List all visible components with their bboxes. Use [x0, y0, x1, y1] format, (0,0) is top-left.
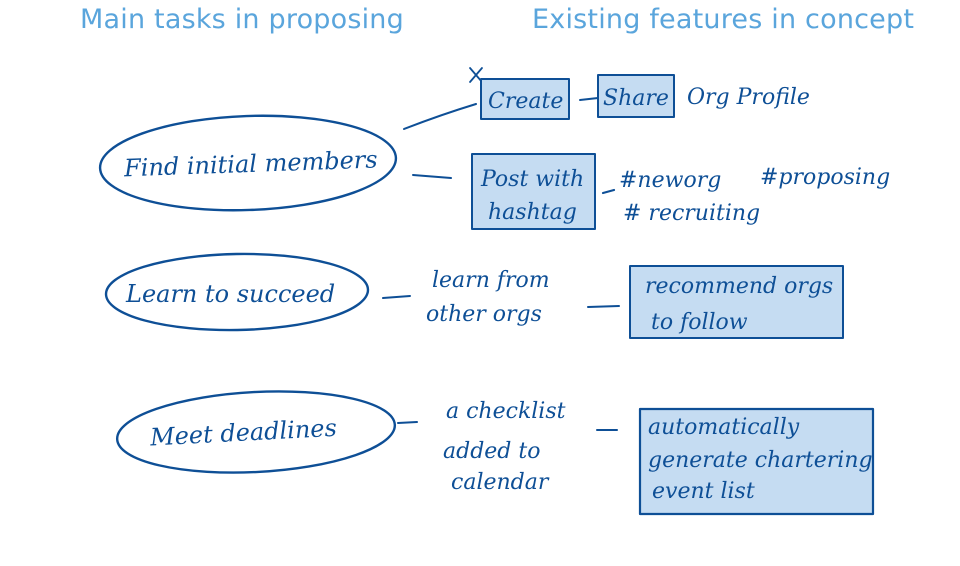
header-main-tasks: Main tasks in proposing: [80, 4, 404, 35]
create-label: Create: [488, 89, 563, 114]
connector-find-to-create: [403, 103, 477, 130]
calendar-label: calendar: [451, 470, 550, 495]
hashtag-label: hashtag: [488, 200, 577, 225]
task-ellipse-learn-succeed: [104, 252, 370, 332]
header-existing-features: Existing features in concept: [532, 4, 915, 35]
task-label-learn-succeed: Learn to succeed: [125, 280, 335, 308]
feature-box-share: [597, 74, 675, 118]
org-profile-label: Org Profile: [687, 85, 810, 110]
share-label: Share: [603, 86, 669, 111]
feature-box-automatically-generate: [638, 407, 875, 516]
learn-from-label: learn from: [432, 268, 550, 293]
added-to-label: added to: [443, 439, 540, 464]
generate-label: generate chartering: [648, 448, 873, 473]
connector-deadlines: [397, 421, 418, 424]
tag-neworg: #neworg: [619, 168, 721, 193]
task-label-meet-deadlines: Meet deadlines: [148, 414, 337, 452]
connector-find-to-post: [412, 174, 452, 179]
task-ellipse-find-members: [98, 114, 398, 212]
feature-box-recommend-orgs: [629, 265, 844, 339]
to-follow-label: to follow: [651, 310, 748, 335]
tag-recruiting: # recruiting: [623, 201, 760, 226]
other-orgs-label: other orgs: [426, 302, 542, 327]
post-with-label: Post with: [480, 167, 584, 192]
connector-post-to-tags: [601, 188, 616, 195]
feature-box-create: [480, 78, 570, 120]
automatically-label: automatically: [648, 415, 800, 440]
checklist-label: a checklist: [446, 399, 566, 424]
recommend-orgs-label: recommend orgs: [645, 274, 833, 299]
feature-box-post-hashtag: [471, 153, 596, 230]
task-ellipse-meet-deadlines: [115, 390, 397, 474]
connector-create-to-share: [579, 97, 599, 101]
task-label-find-members: Find initial members: [123, 145, 378, 182]
connector-learn: [382, 295, 411, 299]
event-list-label: event list: [652, 479, 755, 504]
tag-proposing: #proposing: [760, 165, 890, 190]
connector-learn-to-recommend: [587, 305, 620, 308]
